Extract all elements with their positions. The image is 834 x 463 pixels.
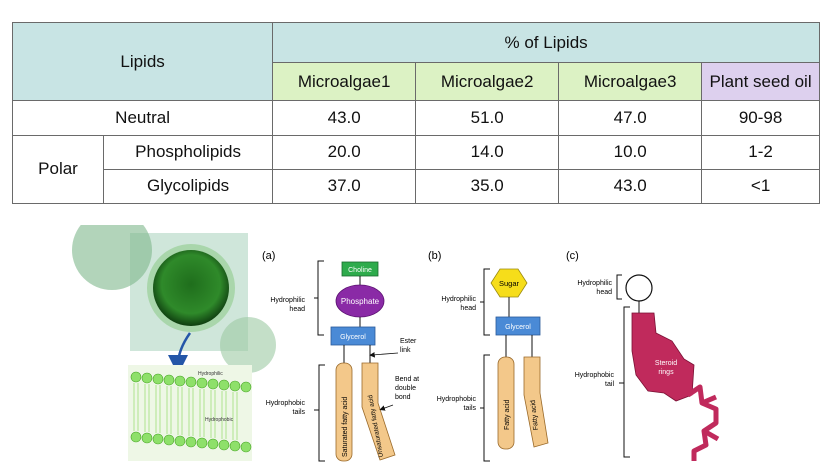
col-microalgae3: Microalgae3 (558, 62, 703, 102)
membrane-hydrophobic-label: Hydrophobic (205, 417, 234, 423)
panel-b-fatty-label-1: Fatty acid (504, 400, 511, 430)
panel-c-head-label-1: Hydrophilic (577, 280, 612, 287)
sugar-label: Sugar (499, 279, 520, 288)
sugar-group (490, 268, 528, 298)
cell-phospho-m3: 10.0 (558, 134, 703, 170)
panel-b-head-label-2: head (460, 305, 476, 312)
cell-phospho-m2: 14.0 (415, 134, 560, 170)
col-microalgae1: Microalgae1 (272, 62, 417, 102)
lipid-structures-figure: Hydrophilic Hydrophobic (a) Hydrophilic … (72, 225, 720, 462)
pct-lipids-header: % of Lipids (272, 21, 820, 64)
row-glycolipids-label: Glycolipids (102, 168, 274, 205)
panel-a-tails-label-2: tails (293, 409, 306, 416)
cell-neutral-m1: 43.0 (272, 100, 417, 136)
microalgae-cell-photo (72, 225, 276, 373)
panel-c-head-label-2: head (596, 289, 612, 296)
panel-b-glycerol-box (495, 316, 541, 336)
cell-neutral-seed: 90-98 (701, 100, 820, 136)
choline-label: Choline (348, 267, 372, 274)
panel-b-tails-label-1: Hydrophobic (437, 396, 477, 403)
row-neutral-label: Neutral (11, 100, 274, 136)
cell-phospho-seed: 1-2 (701, 134, 820, 170)
saturated-fatty-acid-tail (335, 362, 353, 462)
panel-c-sterol: (c) Hydrophilic head Hydrophobic tail St… (566, 250, 720, 461)
steroid-rings (631, 312, 695, 402)
unsaturated-fatty-acid-tail (361, 362, 396, 461)
cell-glyco-m1: 37.0 (272, 168, 417, 205)
hydroxyl-head-circle (625, 274, 653, 302)
panel-a-head-label-1: Hydrophilic (270, 297, 305, 304)
panel-b-head-label-1: Hydrophilic (441, 296, 476, 303)
cell-neutral-m2: 51.0 (415, 100, 560, 136)
ester-label-1: Ester (400, 338, 417, 345)
cell-neutral-m3: 47.0 (558, 100, 703, 136)
row-phospholipids-label: Phospholipids (102, 134, 274, 170)
membrane-hydrophilic-label: Hydrophilic (198, 371, 223, 377)
panel-b-fatty-acid-tail-1 (497, 356, 515, 450)
lipid-composition-table: Lipids % of Lipids Microalgae1 Microalga… (11, 21, 820, 205)
steroid-label-1: Steroid (655, 360, 677, 367)
panel-b-glycerol-label: Glycerol (505, 324, 531, 331)
panel-c-tail-label-2: tail (605, 381, 614, 388)
col-microalgae2: Microalgae2 (415, 62, 560, 102)
panel-a-letter: (a) (262, 250, 275, 262)
panel-c-tail-label-1: Hydrophobic (575, 372, 615, 379)
panel-c-letter: (c) (566, 250, 579, 262)
saturated-label: Saturated fatty acid (342, 397, 349, 457)
panel-b-fatty-acid-tail-2 (523, 356, 549, 448)
panel-b-letter: (b) (428, 250, 441, 262)
panel-b-tails-label-2: tails (464, 405, 477, 412)
cell-phospho-m1: 20.0 (272, 134, 417, 170)
lipids-header: Lipids (11, 21, 274, 102)
membrane-bilayer-illustration: Hydrophilic Hydrophobic (128, 365, 252, 461)
panel-b-fatty-label-2: Fatty acid (530, 400, 540, 431)
cell-glyco-m3: 43.0 (558, 168, 703, 205)
cell-glyco-seed: <1 (701, 168, 820, 205)
bend-label-3: bond (395, 394, 411, 401)
panel-a-phospholipid: (a) Hydrophilic head Choline Phosphate G… (262, 250, 419, 462)
hydrocarbon-tail (686, 384, 719, 461)
ester-label-2: link (400, 347, 411, 354)
zoom-arrow (168, 332, 192, 375)
panel-b-glycolipid: (b) Hydrophilic head Sugar Glycerol Hydr… (428, 250, 549, 462)
col-plant-seed-oil: Plant seed oil (701, 62, 820, 102)
phosphate-label: Phosphate (341, 297, 380, 306)
row-polar-label: Polar (12, 134, 104, 205)
steroid-label-2: rings (658, 369, 674, 376)
panel-a-head-label-2: head (289, 306, 305, 313)
bend-label-2: double (395, 385, 416, 392)
panel-a-tails-label-1: Hydrophobic (266, 400, 306, 407)
cell-glyco-m2: 35.0 (415, 168, 560, 205)
panel-a-glycerol-label: Glycerol (340, 334, 366, 341)
bend-label-1: Bend at (395, 376, 419, 383)
panel-a-glycerol-box (330, 326, 376, 346)
